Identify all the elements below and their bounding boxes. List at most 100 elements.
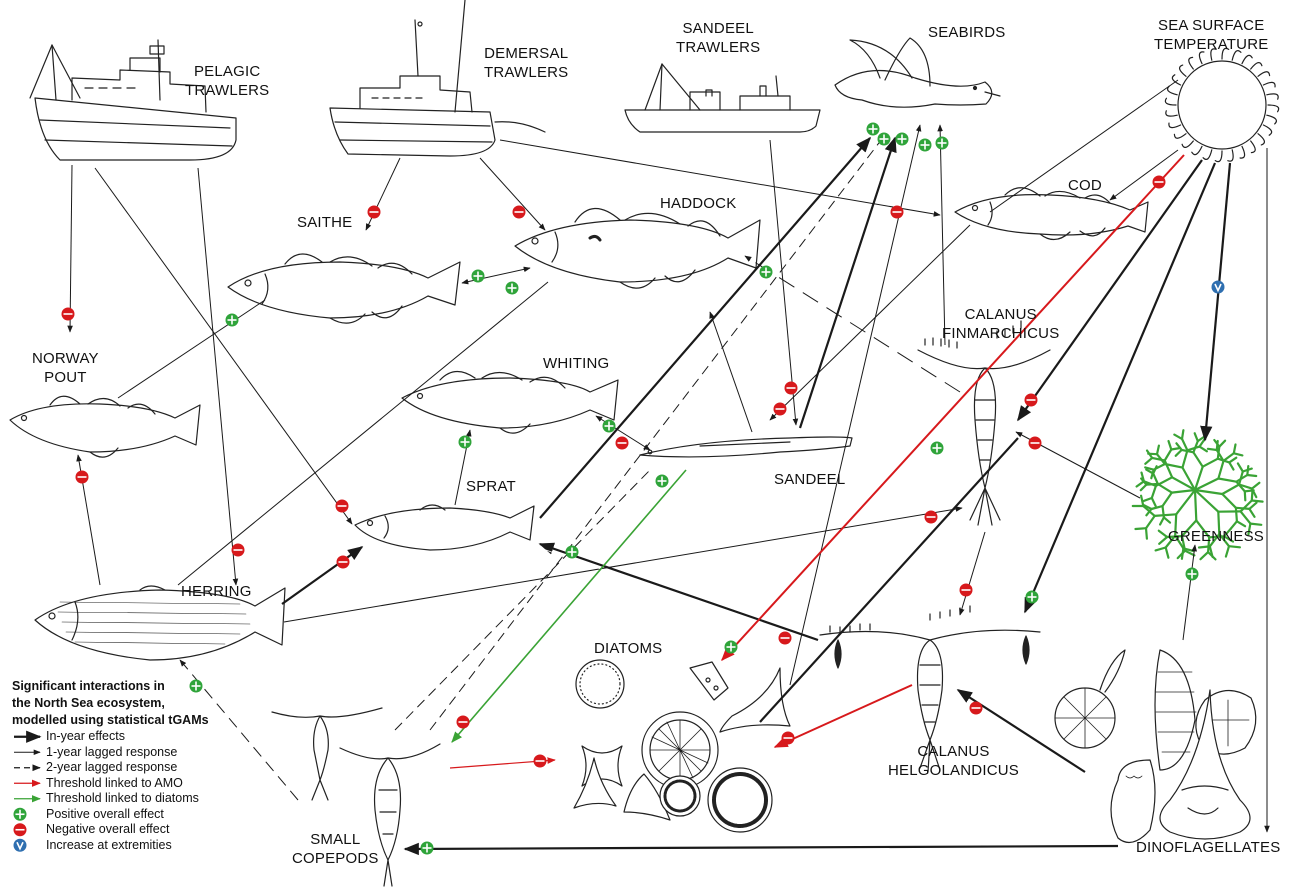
greenness-branch — [1236, 508, 1237, 522]
greenness-branch — [1176, 490, 1195, 514]
positive-effect-icon — [506, 282, 519, 295]
calanus-finmarchicus-label-line: FINMARCHICUS — [942, 324, 1059, 343]
greenness-branch — [1137, 481, 1144, 486]
norway-pout-label-line: NORWAY — [32, 349, 99, 368]
greenness-branch — [1143, 498, 1152, 501]
legend-item-in-year: In-year effects — [12, 729, 242, 745]
positive-effect-icon — [936, 137, 949, 150]
greenness-branch — [1245, 490, 1254, 491]
pelagic-trawlers-label: PELAGIC TRAWLERS — [185, 62, 269, 100]
legend-item-2-year: 2-year lagged response — [12, 760, 242, 776]
greenness-branch — [1146, 528, 1147, 539]
norway-pout-drawing — [10, 396, 200, 457]
haddock-drawing — [515, 208, 760, 288]
positive-effect-icon — [867, 123, 880, 136]
greenness-branch — [1195, 433, 1198, 441]
saithe-drawing — [228, 254, 460, 323]
greenness-branch — [1158, 484, 1172, 493]
legend-item-label: 2-year lagged response — [46, 760, 177, 776]
legend-item-negative: Negative overall effect — [12, 822, 242, 838]
legend-item-positive: Positive overall effect — [12, 807, 242, 823]
positive-effect-icon — [1026, 591, 1039, 604]
seabirds-label: SEABIRDS — [928, 23, 1005, 42]
greenness-branch — [1145, 458, 1152, 464]
small-copepods-label-line: SMALL — [292, 830, 379, 849]
whiting-label: WHITING — [543, 354, 609, 373]
greenness-branch — [1182, 450, 1194, 452]
greenness-branch — [1182, 548, 1184, 558]
greenness-branch — [1241, 511, 1251, 523]
greenness-branch — [1155, 514, 1177, 516]
cod-label: COD — [1068, 176, 1102, 195]
sun-drawing — [1165, 48, 1278, 161]
norway-pout-label-line: POUT — [32, 368, 99, 387]
legend-item-amo: Threshold linked to AMO — [12, 776, 242, 792]
sandeel-label: SANDEEL — [774, 470, 845, 489]
calanus-finmarchicus-label: CALANUS FINMARCHICUS — [942, 305, 1059, 343]
negative-effect-icon — [616, 437, 629, 450]
positive-effect-icon — [566, 546, 579, 559]
demersal-trawlers-label-line: DEMERSAL — [484, 44, 568, 63]
legend-title: Significant interactions in the North Se… — [12, 678, 242, 729]
calanus-finmarchicus-label-line: CALANUS — [942, 305, 1059, 324]
greenness-branch — [1176, 450, 1182, 456]
greenness-branch — [1247, 466, 1248, 475]
greenness-branch — [1193, 452, 1202, 466]
saithe-label: SAITHE — [297, 213, 352, 232]
negative-effect-icon — [368, 206, 381, 219]
greenness-branch — [1163, 493, 1172, 507]
greenness-branch — [1169, 441, 1172, 450]
negative-effect-icon — [534, 755, 547, 768]
greenness-branch — [1222, 485, 1239, 495]
positive-effect-icon — [226, 314, 239, 327]
positive-effect-icon — [603, 420, 616, 433]
greenness-branch — [1250, 524, 1261, 525]
positive-effect-icon — [725, 641, 738, 654]
greenness-branch — [1229, 546, 1240, 547]
whiting-drawing — [402, 371, 618, 433]
demersal-trawlers-label: DEMERSAL TRAWLERS — [484, 44, 568, 82]
sst-label-line: SEA SURFACE — [1154, 16, 1268, 35]
haddock-label: HADDOCK — [660, 194, 736, 213]
greenness-branch — [1159, 531, 1167, 537]
greenness-branch — [1156, 548, 1166, 551]
greenness-branch — [1163, 506, 1164, 517]
negative-effect-icon — [970, 702, 983, 715]
calanus-helgolandicus-label-line: HELGOLANDICUS — [888, 761, 1019, 780]
negative-effect-icon — [1029, 437, 1042, 450]
negative-effect-icon — [779, 632, 792, 645]
greenness-branch — [1249, 509, 1254, 517]
negative-effect-icon — [1025, 394, 1038, 407]
greenness-branch — [1151, 470, 1153, 479]
greenness-branch — [1217, 441, 1218, 450]
negative-effect-icon — [76, 471, 89, 484]
sandeel-trawlers-label: SANDEEL TRAWLERS — [676, 19, 760, 57]
greenness-branch — [1172, 490, 1195, 493]
pelagic-trawlers-label-line: PELAGIC — [185, 62, 269, 81]
greenness-branch — [1141, 485, 1147, 491]
positive-effect-icon — [459, 436, 472, 449]
negative-effect-icon — [925, 511, 938, 524]
greenness-branch — [1245, 491, 1246, 500]
greenness-branch — [1166, 548, 1169, 558]
seabird-drawing — [835, 38, 1000, 107]
sst-label-line: TEMPERATURE — [1154, 35, 1268, 54]
positive-effect-icon — [472, 270, 485, 283]
legend-title-line: Significant interactions in — [12, 678, 242, 695]
greenness-branch — [1156, 477, 1172, 486]
greenness-branch — [1234, 453, 1243, 455]
greenness-branch — [1229, 458, 1236, 463]
pelagic-trawlers-label-line: TRAWLERS — [185, 81, 269, 100]
greenness-branch — [1183, 450, 1188, 467]
cod-drawing — [955, 188, 1148, 240]
legend-item-label: Positive overall effect — [46, 807, 164, 823]
negative-effect-icon — [960, 584, 973, 597]
greenness-branch — [1182, 430, 1183, 439]
greenness-branch — [1146, 516, 1155, 528]
greenness-branch — [1148, 454, 1157, 455]
greenness-branch — [1195, 490, 1196, 520]
sprat-label: SPRAT — [466, 477, 516, 496]
positive-effect-icon — [896, 133, 909, 146]
greenness-branch — [1234, 445, 1236, 454]
